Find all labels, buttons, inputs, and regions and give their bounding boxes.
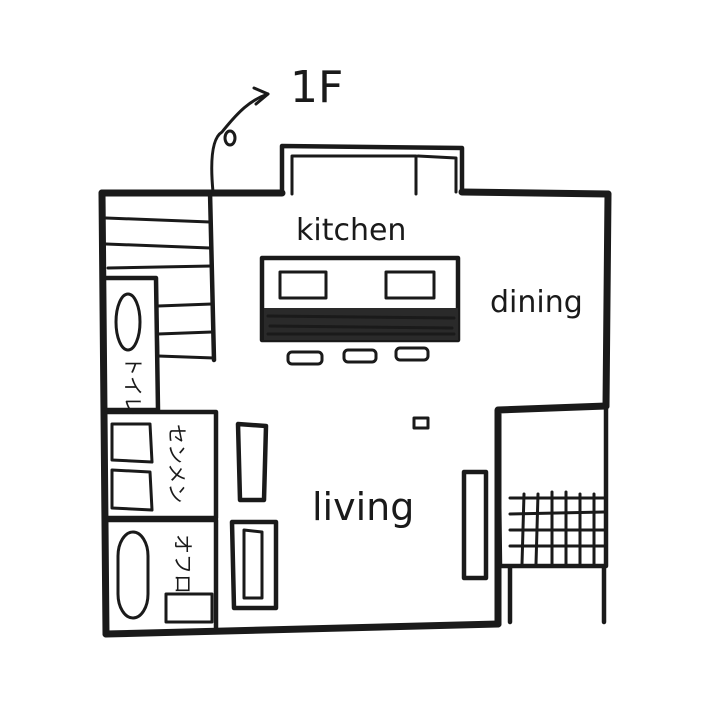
stool-3	[394, 346, 430, 362]
room-label-toilet: トイレ	[121, 356, 145, 416]
floor-label: 1F	[290, 62, 343, 113]
room-label-bath: オフロ	[171, 534, 195, 594]
arrow-head-icon	[252, 86, 270, 106]
staircase	[104, 189, 217, 363]
deck-outline	[495, 403, 609, 625]
stove-icon	[384, 270, 436, 300]
main-sofa	[229, 519, 279, 611]
stool-1	[286, 350, 324, 366]
wash-basin	[110, 422, 154, 464]
floor-indicator: 1F	[210, 62, 343, 194]
washing-machine	[110, 468, 154, 512]
bath-step	[164, 592, 214, 624]
deck-grid	[508, 490, 606, 566]
bathroom: オフロ	[103, 517, 219, 631]
stair-up-arrow	[210, 92, 270, 194]
stair-start-circle	[223, 129, 237, 147]
wall-bottom	[102, 620, 502, 638]
kitchen-island	[259, 255, 461, 343]
wall-top	[98, 188, 612, 198]
stool-2	[342, 348, 378, 364]
sink-icon	[278, 270, 328, 300]
outer-walls	[98, 188, 612, 638]
washroom: センメン	[103, 409, 219, 521]
wall-right-upper	[602, 190, 612, 410]
living-furniture	[229, 416, 489, 611]
side-sofa	[235, 421, 269, 503]
toilet-bowl	[114, 292, 142, 352]
stools	[286, 346, 430, 366]
floor-outlet-icon	[412, 416, 430, 430]
room-label-living: living	[312, 485, 414, 529]
room-label-washroom: センメン	[165, 424, 189, 503]
tv-stand	[461, 469, 489, 581]
wall-left	[98, 189, 110, 638]
top-window-unit	[279, 143, 465, 196]
room-label-dining: dining	[490, 285, 583, 320]
room-label-kitchen: kitchen	[296, 213, 406, 248]
toilet-room: トイレ	[103, 275, 161, 416]
bathtub	[116, 530, 150, 620]
